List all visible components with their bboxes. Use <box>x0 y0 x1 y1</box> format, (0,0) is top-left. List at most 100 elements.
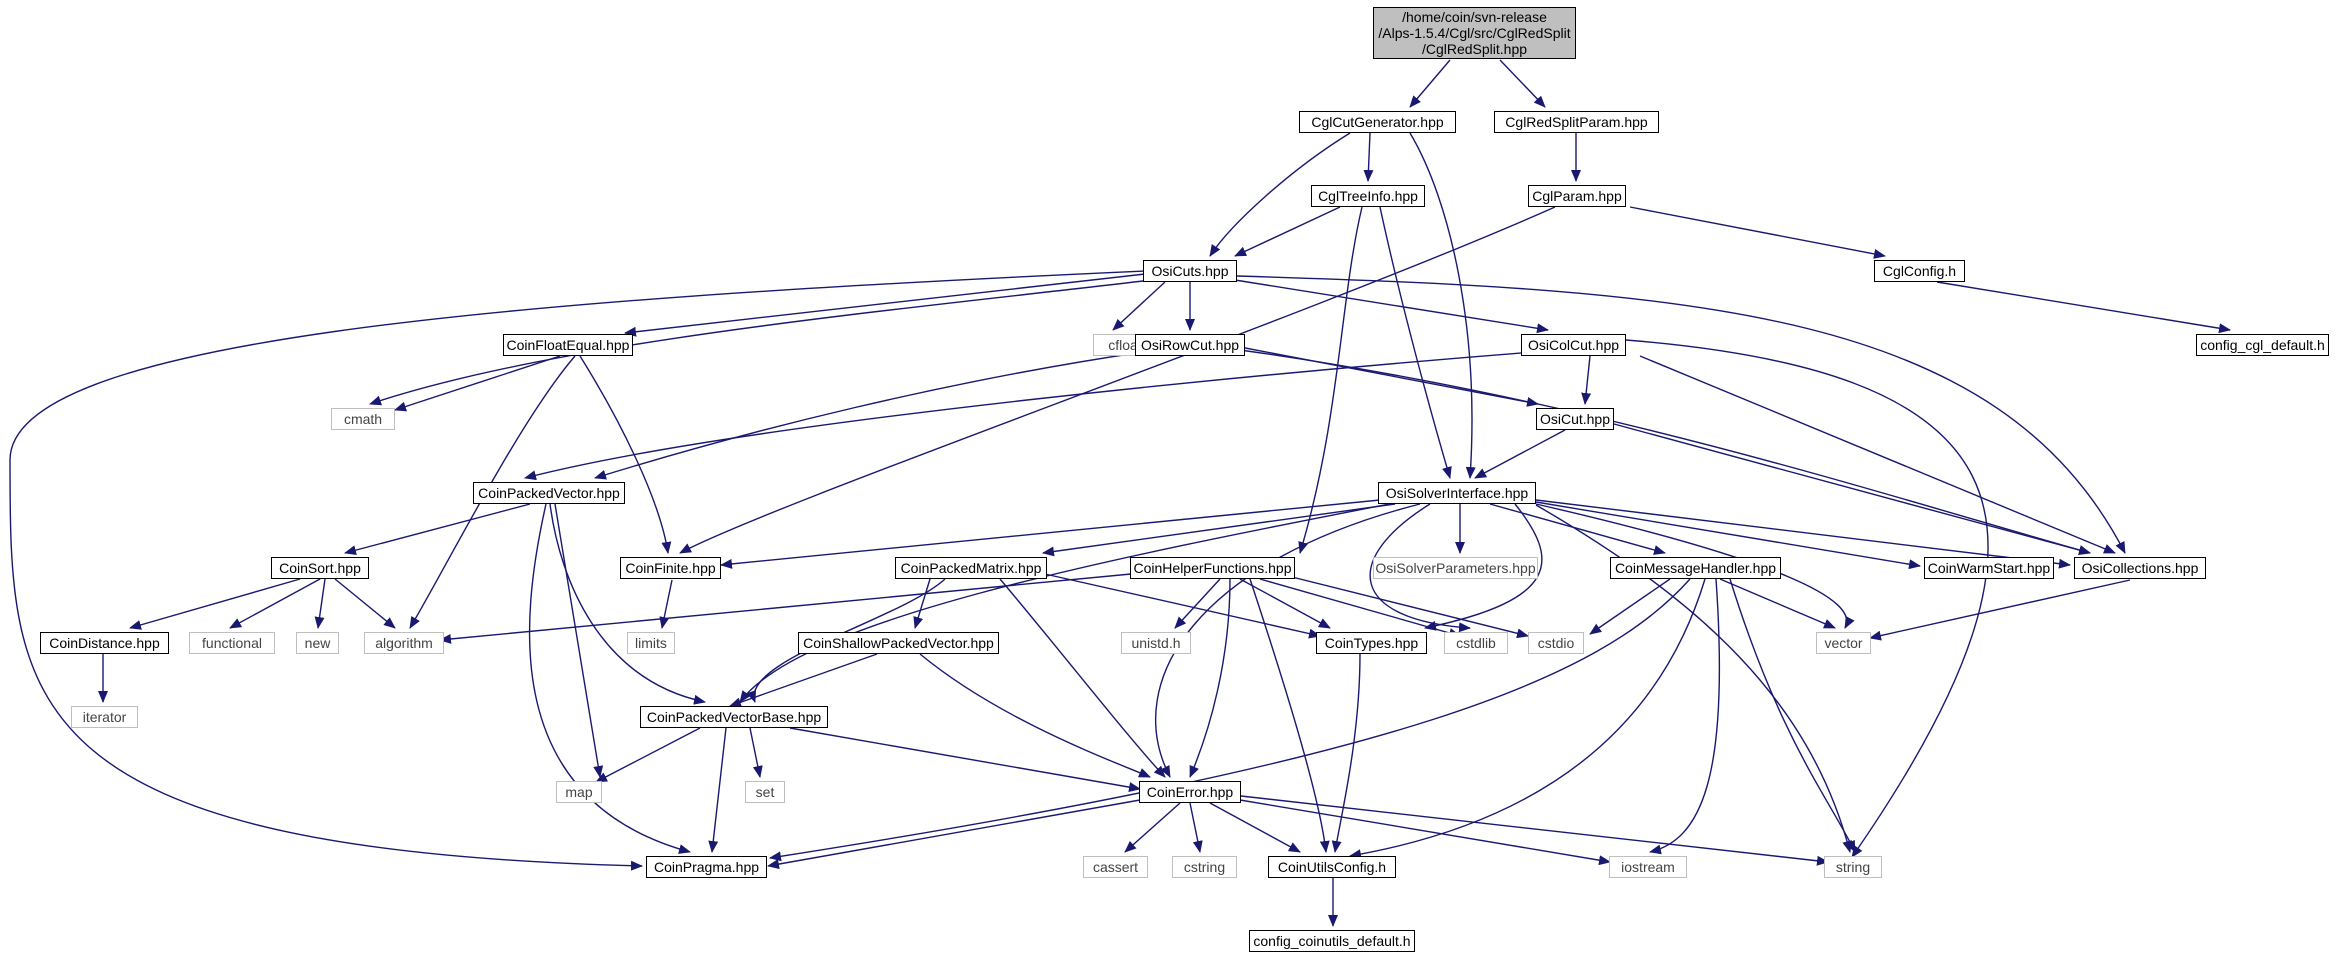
node-cglparam[interactable]: CglParam.hpp <box>1528 185 1626 207</box>
dependency-edge <box>1234 279 1549 334</box>
node-coinpackedvector[interactable]: CoinPackedVector.hpp <box>473 482 625 504</box>
dependency-edge <box>1535 499 2071 569</box>
node-osisolverparameters: OsiSolverParameters.hpp <box>1373 557 1538 579</box>
dependency-edge <box>595 727 701 783</box>
dependency-edge <box>554 503 604 778</box>
node-cglcutgenerator[interactable]: CglCutGenerator.hpp <box>1299 111 1456 133</box>
dependency-edge <box>1719 578 1836 629</box>
node-cointypes[interactable]: CoinTypes.hpp <box>1316 632 1427 654</box>
dependency-edge <box>1363 132 1374 182</box>
dependency-edge <box>9 270 1146 871</box>
dependency-edge <box>1331 653 1361 853</box>
dependency-edge <box>1535 504 1853 853</box>
dependency-edge <box>1239 349 2091 555</box>
node-coinfinite[interactable]: CoinFinite.hpp <box>620 557 721 579</box>
node-iostream: iostream <box>1609 856 1687 878</box>
dependency-edge <box>1234 206 1341 257</box>
node-coinmessagehandler[interactable]: CoinMessageHandler.hpp <box>1610 557 1781 579</box>
node-coindistance[interactable]: CoinDistance.hpp <box>40 632 169 654</box>
dependency-edge <box>1869 579 2131 641</box>
dependency-edge <box>624 273 1146 337</box>
dependency-edge <box>1249 578 1330 853</box>
node-coinsort[interactable]: CoinSort.hpp <box>271 557 369 579</box>
dependency-edge <box>1209 802 1301 853</box>
node-coinerror[interactable]: CoinError.hpp <box>1139 781 1241 803</box>
dependency-edge <box>1239 346 1539 407</box>
node-osicuts[interactable]: OsiCuts.hpp <box>1143 260 1237 282</box>
node-cgltreeinfo[interactable]: CglTreeInfo.hpp <box>1311 185 1425 207</box>
dependency-edge <box>999 578 1166 778</box>
dependency-edge <box>1409 132 1476 479</box>
dependency-edge <box>1936 281 2231 334</box>
dependency-edge <box>1240 795 1829 866</box>
root-file-node: /home/coin/svn-release /Alps-1.5.4/Cgl/s… <box>1373 7 1576 59</box>
node-cglredsplitparam[interactable]: CglRedSplitParam.hpp <box>1494 111 1659 133</box>
dependency-edge <box>344 503 531 556</box>
node-coinfloatequal[interactable]: CoinFloatEqual.hpp <box>503 334 633 356</box>
node-coinwarmstart[interactable]: CoinWarmStart.hpp <box>1924 557 2054 579</box>
dependency-edge <box>720 499 1381 569</box>
node-coinshallowpackedvector[interactable]: CoinShallowPackedVector.hpp <box>798 632 999 654</box>
node-coinhelperfunctions[interactable]: CoinHelperFunctions.hpp <box>1130 557 1295 579</box>
dependency-edge <box>1639 355 2116 554</box>
dependency-edge <box>1209 132 1351 257</box>
dependency-edge <box>1259 578 1461 638</box>
dependency-edge <box>769 578 1691 862</box>
node-osicollections[interactable]: OsiCollections.hpp <box>2074 557 2206 579</box>
node-iterator: iterator <box>71 706 138 728</box>
node-osicut[interactable]: OsiCut.hpp <box>1536 408 1614 430</box>
node-cstring: cstring <box>1172 856 1237 878</box>
node-limits: limits <box>627 632 675 654</box>
dependency-edge <box>524 349 1561 481</box>
dependency-edge <box>1239 799 1611 866</box>
dependency-edge <box>1189 802 1203 853</box>
dependency-edge <box>439 573 1132 644</box>
node-cstdlib: cstdlib <box>1444 632 1508 654</box>
dependency-edge <box>369 278 1161 406</box>
dependency-edge <box>1474 429 1566 479</box>
dependency-edge <box>1625 339 1989 858</box>
node-vector: vector <box>1816 632 1871 654</box>
dependency-edge <box>229 578 321 629</box>
node-coinutilsconfig[interactable]: CoinUtilsConfig.h <box>1268 856 1396 878</box>
node-cglconfig[interactable]: CglConfig.h <box>1874 260 1965 282</box>
node-functional: functional <box>189 632 275 654</box>
dependency-edge <box>1124 802 1181 853</box>
node-config-cgl-default[interactable]: config_cgl_default.h <box>2196 334 2329 356</box>
node-osisolverinterface[interactable]: OsiSolverInterface.hpp <box>1378 482 1536 504</box>
node-osirowcut[interactable]: OsiRowCut.hpp <box>1135 334 1245 356</box>
dependency-edge <box>679 206 1556 554</box>
dependency-edge <box>394 355 561 412</box>
dependency-edge <box>1369 503 1471 633</box>
dependency-edge <box>708 727 727 853</box>
dependency-edge <box>528 503 691 854</box>
node-string: string <box>1824 856 1882 878</box>
dependency-edge <box>1189 578 1231 778</box>
dependency-edge <box>1279 573 1529 639</box>
node-config-coinutils-default[interactable]: config_coinutils_default.h <box>1249 930 1415 952</box>
dependency-edge <box>1535 501 1921 570</box>
dependency-edge <box>129 578 301 630</box>
node-coinpackedvectorbase[interactable]: CoinPackedVectorBase.hpp <box>640 706 828 728</box>
dependency-edge <box>314 578 326 629</box>
node-cmath: cmath <box>331 408 395 430</box>
root-path-line-3: /CglRedSplit.hpp <box>1421 41 1528 57</box>
dependency-edge <box>1239 578 1331 629</box>
dependency-edge <box>729 653 878 708</box>
dependency-edge <box>739 499 1411 703</box>
dependency-edge <box>1112 281 1166 331</box>
dependency-edge <box>1589 578 1671 635</box>
dependency-edge <box>1154 503 1421 778</box>
node-coinpragma[interactable]: CoinPragma.hpp <box>646 856 767 878</box>
dependency-edge <box>1174 578 1221 629</box>
dependency-edge <box>594 350 1151 480</box>
dependency-edge <box>913 578 931 629</box>
node-coinpackedmatrix[interactable]: CoinPackedMatrix.hpp <box>895 557 1047 579</box>
dependency-edge <box>1042 503 1396 557</box>
node-osicolcut[interactable]: OsiColCut.hpp <box>1521 334 1626 356</box>
dependency-edge <box>659 579 673 629</box>
root-path-line-1: /home/coin/svn-release <box>1402 9 1547 25</box>
node-map: map <box>556 781 602 803</box>
